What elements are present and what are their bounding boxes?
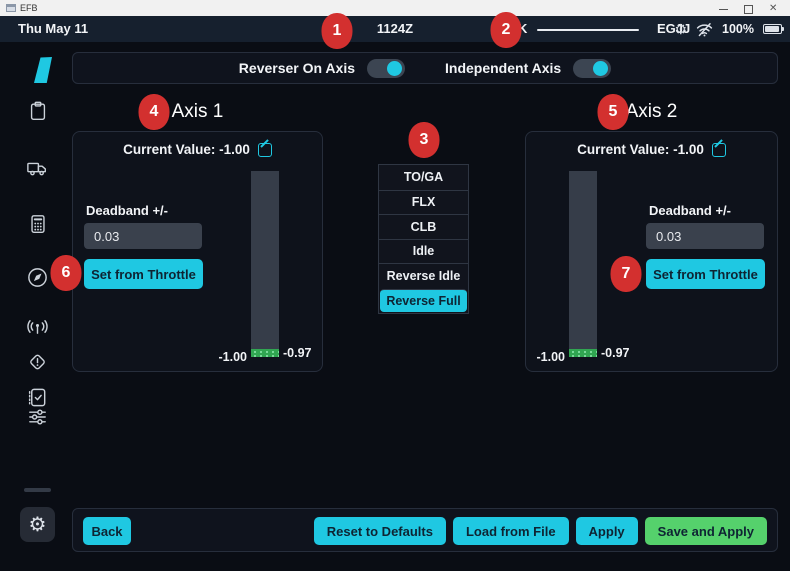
axis2-panel: Current Value: -1.00 -1.00 -0.97 Deadban… xyxy=(525,131,778,372)
save-and-apply-button[interactable]: Save and Apply xyxy=(644,517,767,545)
axis1-set-from-throttle-button[interactable]: Set from Throttle xyxy=(84,259,203,289)
axis2-set-from-throttle-button[interactable]: Set from Throttle xyxy=(646,259,765,289)
sidebar-item-settings-active[interactable]: ⚙ xyxy=(20,507,55,542)
axis1-panel: Current Value: -1.00 -1.00 -0.97 Deadban… xyxy=(72,131,323,372)
annotation-badge-7: 7 xyxy=(610,256,642,292)
axis1-bar-value-label: -0.97 xyxy=(283,346,312,360)
annotation-badge-1: 1 xyxy=(321,13,353,49)
calculator-icon xyxy=(30,214,45,233)
axis1-current-value: Current Value: -1.00 xyxy=(123,142,250,157)
clipboard-icon xyxy=(30,101,45,120)
axis2-title: Axis 2 xyxy=(625,101,678,122)
edit-pencil-icon[interactable] xyxy=(711,142,726,157)
sliders-icon xyxy=(29,408,46,425)
axis1-deadband-input[interactable] xyxy=(84,223,202,249)
flight-destination: EGJJ xyxy=(657,21,691,36)
back-button[interactable]: Back xyxy=(83,517,131,545)
status-time-utc: 1124Z xyxy=(376,21,414,36)
sidebar-item-compass[interactable] xyxy=(26,266,49,289)
axis1-throttle-bar xyxy=(251,171,279,357)
window-titlebar: EFB ✕ xyxy=(0,0,790,16)
compass-icon xyxy=(28,268,47,287)
truck-icon xyxy=(27,162,46,175)
load-from-file-button[interactable]: Load from File xyxy=(452,517,569,545)
battery-icon xyxy=(763,24,784,34)
minimize-button[interactable] xyxy=(719,4,728,13)
apply-button[interactable]: Apply xyxy=(575,517,638,545)
axis1-deadband-label: Deadband +/- xyxy=(86,203,168,218)
axis-options-panel: Reverser On Axis Independent Axis xyxy=(72,52,778,84)
flight-progress-line xyxy=(537,29,639,31)
sidebar-item-settings-sliders[interactable] xyxy=(26,405,49,428)
close-button[interactable]: ✕ xyxy=(769,2,778,14)
axis1-title: Axis 1 xyxy=(171,101,224,122)
detent-idle[interactable]: Idle xyxy=(379,238,468,264)
battery-percentage: 100% xyxy=(722,22,754,36)
annotation-badge-6: 6 xyxy=(50,255,82,291)
edit-pencil-icon[interactable] xyxy=(257,142,272,157)
sidebar-item-calculator[interactable] xyxy=(26,212,49,235)
sidebar-item-clipboard[interactable] xyxy=(26,99,49,122)
airline-logo xyxy=(34,57,52,83)
annotation-badge-2: 2 xyxy=(490,12,522,48)
reset-to-defaults-button[interactable]: Reset to Defaults xyxy=(313,517,446,545)
sidebar-item-checklist[interactable] xyxy=(26,386,49,409)
gear-icon: ⚙ xyxy=(28,513,47,536)
axis1-bar-min-label: -1.00 xyxy=(218,350,248,364)
notebook-check-icon xyxy=(28,388,46,407)
axis2-current-value: Current Value: -1.00 xyxy=(577,142,704,157)
sidebar-divider xyxy=(24,488,51,492)
axis2-deadband-input[interactable] xyxy=(646,223,764,249)
maximize-button[interactable] xyxy=(744,4,753,14)
annotation-badge-5: 5 xyxy=(597,94,629,130)
detent-clb[interactable]: CLB xyxy=(379,214,468,239)
detent-list: TO/GA FLX CLB Idle Reverse Idle Reverse … xyxy=(378,164,469,314)
app-icon xyxy=(6,4,16,12)
sidebar-item-ground-services[interactable] xyxy=(26,156,49,179)
gear-icon[interactable]: ⚙ xyxy=(674,21,688,37)
axis1-deadband-range xyxy=(251,349,279,357)
status-date: Thu May 11 xyxy=(18,21,89,36)
sidebar-item-transmit[interactable] xyxy=(26,315,49,338)
window-title: EFB xyxy=(20,3,38,13)
detent-reverse-idle[interactable]: Reverse Idle xyxy=(379,263,468,288)
warning-diamond-icon xyxy=(30,354,45,369)
reverser-on-axis-toggle[interactable] xyxy=(367,58,406,78)
independent-axis-toggle[interactable] xyxy=(573,58,612,78)
antenna-icon xyxy=(27,320,48,334)
independent-axis-label: Independent Axis xyxy=(445,60,562,76)
sidebar-item-warnings[interactable] xyxy=(26,350,49,373)
annotation-badge-3: 3 xyxy=(408,122,440,158)
wifi-off-icon xyxy=(696,22,713,36)
axis2-bar-min-label: -1.00 xyxy=(536,350,566,364)
footer-action-bar: Back Reset to Defaults Load from File Ap… xyxy=(72,508,778,552)
axis2-deadband-range xyxy=(569,349,597,357)
detent-toga[interactable]: TO/GA xyxy=(403,170,444,185)
reverser-on-axis-label: Reverser On Axis xyxy=(238,60,356,76)
flight-origin: K xyxy=(518,21,528,36)
detent-reverse-full[interactable]: Reverse Full xyxy=(380,288,467,312)
axis2-throttle-bar xyxy=(569,171,597,357)
annotation-badge-4: 4 xyxy=(138,94,170,130)
axis2-bar-value-label: -0.97 xyxy=(601,346,630,360)
axis2-deadband-label: Deadband +/- xyxy=(649,203,731,218)
detent-flx[interactable]: FLX xyxy=(379,189,468,215)
status-bar: Thu May 11 1124Z K EGJJ ⚙ 100% xyxy=(0,16,790,42)
